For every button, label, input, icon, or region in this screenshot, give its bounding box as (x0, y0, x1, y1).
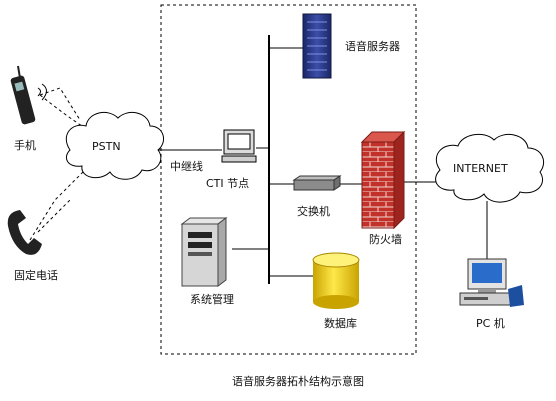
mobile-phone-label: 手机 (14, 139, 36, 152)
firewall-label: 防火墙 (369, 233, 402, 246)
desk-phone-label: 固定电话 (14, 269, 58, 282)
switch-label: 交换机 (297, 205, 330, 218)
network-switch-icon (292, 175, 342, 191)
database-label: 数据库 (324, 317, 357, 330)
internet-cloud: INTERNET (435, 133, 544, 203)
database-cylinder-icon (312, 252, 360, 309)
diagram-caption: 语音服务器拓朴结构示意图 (232, 375, 364, 388)
pstn-label: PSTN (92, 140, 121, 153)
tower-pc-icon (180, 217, 228, 287)
server-zone-box (160, 4, 417, 355)
computer-icon (221, 129, 257, 163)
system-mgmt-label: 系统管理 (190, 293, 234, 306)
voice-server-label: 语音服务器 (345, 40, 400, 53)
pstn-cloud: PSTN (65, 111, 165, 180)
mobile-phone-icon (10, 65, 47, 125)
desk-phone-icon (7, 210, 42, 255)
pc-label: PC 机 (476, 317, 505, 330)
internet-label: INTERNET (453, 162, 508, 175)
trunk-label: 中继线 (170, 160, 203, 173)
pc-workstation-icon (459, 258, 524, 307)
server-rack-icon (302, 13, 332, 79)
cti-node-label: CTI 节点 (206, 177, 250, 190)
brick-firewall-icon (360, 130, 406, 230)
